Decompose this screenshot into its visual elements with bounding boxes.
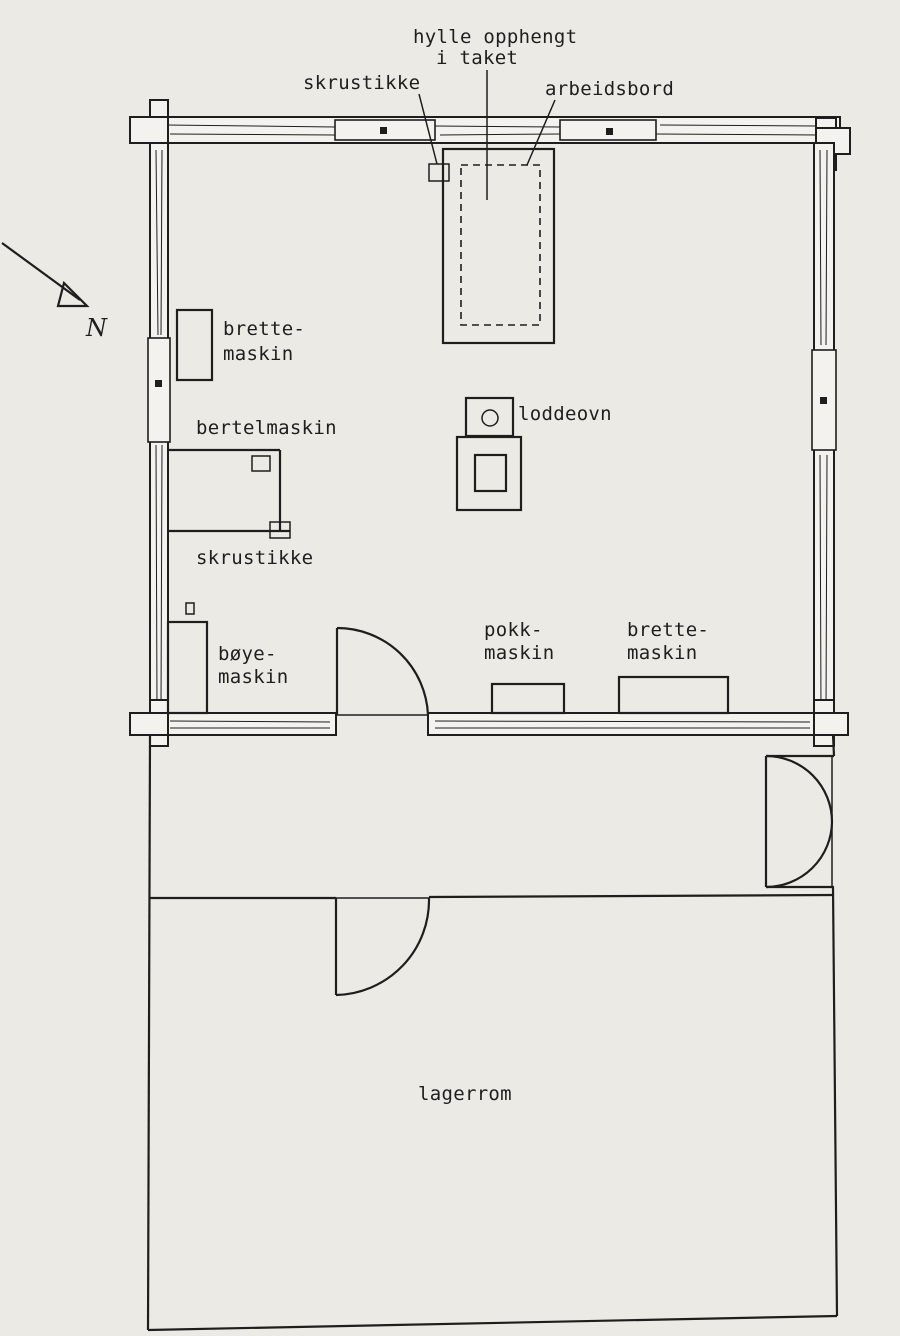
mid-wall-left (149, 712, 337, 736)
label-boyemaskin-1: bøye- (218, 643, 277, 665)
mid-wall-right (427, 712, 835, 736)
north-arrow: N (1, 242, 108, 342)
storage-door (334, 897, 431, 997)
label-pokkmaskin-2: maskin (484, 642, 554, 664)
top-wall (149, 116, 841, 144)
label-loddeovn: loddeovn (518, 403, 612, 425)
double-door (764, 754, 834, 889)
label-brettemaskin-left-1: brette- (223, 318, 305, 340)
vise-top (428, 163, 450, 182)
log-walls (129, 99, 851, 747)
label-brettemaskin-left-2: maskin (223, 343, 293, 365)
label-skrustikke-mid: skrustikke (196, 547, 313, 569)
brettemaskin-left (175, 308, 214, 382)
label-skrustikke-top: skrustikke (303, 72, 420, 94)
workbench (441, 147, 556, 345)
leader-skrustikke (418, 93, 438, 165)
brettemaskin-right (617, 675, 730, 715)
label-hylle-1: hylle opphengt (413, 26, 577, 48)
label-brettemaskin-right-1: brette- (627, 619, 709, 641)
loddeovn (455, 396, 523, 512)
vise-mid (269, 521, 291, 539)
north-label: N (85, 314, 108, 342)
workshop-door (335, 626, 430, 716)
lower-building (146, 734, 839, 1332)
label-boyemaskin-2: maskin (218, 666, 288, 688)
windows (147, 119, 837, 451)
leader-arbeidsbord (526, 99, 556, 166)
label-lagerrom: lagerrom (418, 1083, 512, 1105)
pokkmaskin (490, 682, 566, 715)
bertelmaskin (168, 448, 291, 539)
label-bertelmaskin: bertelmaskin (196, 417, 337, 439)
label-pokkmaskin-1: pokk- (484, 619, 543, 641)
label-hylle-2: i taket (436, 47, 518, 69)
ceiling-shelf (460, 164, 541, 326)
label-arbeidsbord: arbeidsbord (545, 78, 674, 100)
window-left (147, 337, 171, 443)
boyemaskin (166, 602, 209, 715)
label-brettemaskin-right-2: maskin (627, 642, 697, 664)
